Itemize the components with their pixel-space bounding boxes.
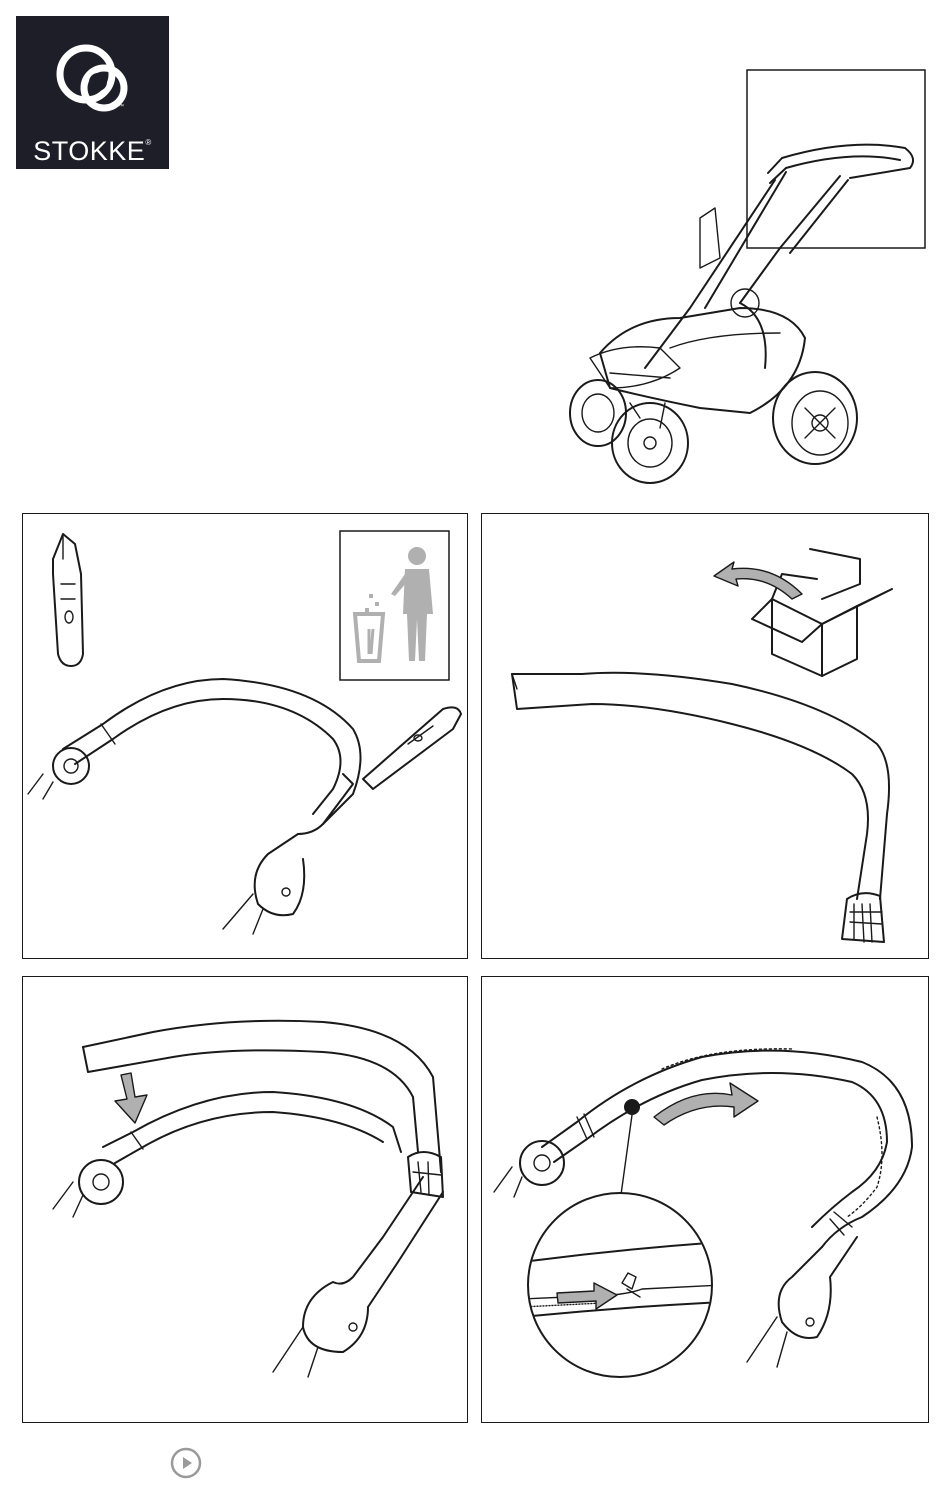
step-1-panel	[22, 513, 468, 959]
cutter-knife-icon	[53, 534, 83, 666]
open-box-icon	[752, 549, 892, 676]
curved-arrow-icon	[714, 562, 802, 599]
down-arrow-icon	[115, 1073, 147, 1123]
step-4-panel	[481, 976, 929, 1423]
registered-mark: ®	[145, 138, 151, 147]
play-circle-icon[interactable]	[170, 1447, 202, 1479]
step-3-panel	[22, 976, 468, 1423]
zip-detail-magnifier-icon	[522, 1193, 722, 1377]
stokke-logo: ™ STOKKE®	[16, 16, 169, 169]
stroller-overview-illustration	[550, 68, 930, 488]
trademark-mark: ™	[118, 103, 124, 110]
trash-bin-disposal-icon	[340, 531, 449, 680]
curved-arrow-icon	[654, 1083, 758, 1125]
step-2-panel	[481, 513, 929, 959]
brand-name: STOKKE®	[16, 136, 169, 167]
